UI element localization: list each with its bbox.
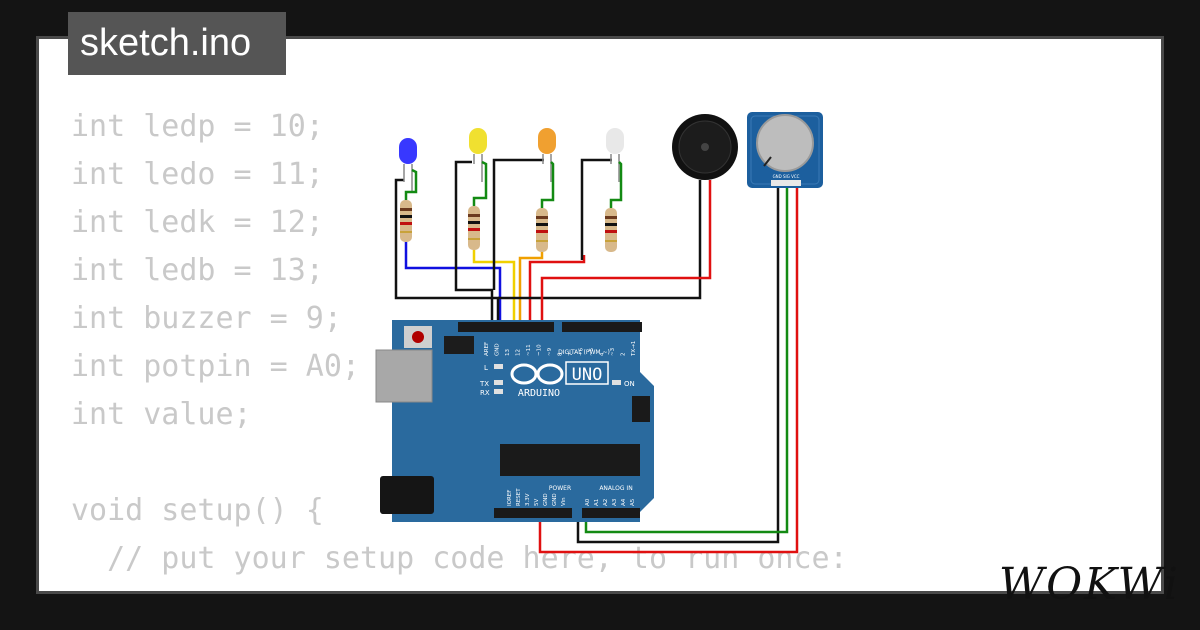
wire-white	[528, 255, 586, 330]
code-line: void setup() {	[71, 493, 324, 528]
pin-label: IOREF	[507, 490, 513, 506]
code-line: int value;	[71, 397, 252, 432]
code-line: int potpin = A0;	[71, 349, 360, 384]
wire-group	[394, 158, 799, 554]
board-model: UNO	[572, 365, 603, 385]
analog-header	[582, 508, 640, 518]
wire-ground-3	[492, 158, 544, 290]
pin-label: TX→1	[631, 341, 637, 357]
wire-ground-1	[394, 178, 500, 330]
rx-label: RX	[480, 389, 490, 397]
pot-pin-label: GND SIG VCC	[773, 174, 800, 179]
wire-pot-vcc	[538, 186, 799, 554]
wire-buzzer-gnd	[498, 180, 702, 300]
pin-label: 2	[621, 353, 627, 357]
pin-label: GND	[543, 493, 549, 506]
pin-label: 5V	[534, 499, 540, 506]
analog-label: ANALOG IN	[599, 485, 632, 492]
led-white[interactable]	[606, 128, 624, 208]
pin-label: 8	[558, 352, 564, 356]
resistor-3[interactable]	[536, 208, 548, 252]
arduino-board[interactable]: UNO ARDUINO ON L TX RX DIGITAL (PWM ~) P…	[375, 320, 654, 522]
code-line: Serial.begin(9600);	[71, 583, 848, 591]
wokwi-logo: WOKWi	[998, 559, 1180, 610]
code-line: int ledk = 12;	[71, 205, 324, 240]
pin-label: ~11	[526, 344, 532, 356]
pin-label: A1	[594, 499, 600, 506]
code-line: int ledb = 13;	[71, 253, 324, 288]
pin-label: 13	[505, 349, 511, 356]
pin-label: A0	[585, 498, 591, 506]
wire-blue	[404, 240, 502, 330]
digital-header-left	[458, 322, 554, 332]
code-line: int ledp = 10;	[71, 109, 324, 144]
sketch-title: sketch.ino	[68, 12, 286, 75]
code-line: int ledo = 11;	[71, 157, 324, 192]
led-blue[interactable]	[399, 138, 418, 200]
pin-label: ~5	[589, 347, 595, 356]
pin-label: ~10	[537, 344, 543, 356]
on-label: ON	[624, 380, 635, 388]
code-line: // put your setup code here, to run once…	[71, 541, 848, 576]
code-background: int ledp = 10; int ledo = 11; int ledk = 1…	[71, 103, 848, 591]
pin-label: 3.3V	[525, 493, 531, 506]
power-label: POWER	[549, 485, 571, 492]
buzzer[interactable]	[672, 114, 738, 180]
code-line: int buzzer = 9;	[71, 301, 342, 336]
power-jack	[380, 476, 434, 514]
pin-label: A5	[630, 498, 636, 506]
led-orange[interactable]	[538, 128, 556, 208]
pin-label: A3	[612, 498, 618, 506]
resistor-4[interactable]	[605, 208, 617, 252]
potentiometer[interactable]: GND SIG VCC	[747, 112, 823, 188]
wire-ground-2	[454, 160, 494, 330]
pin-label: GND	[495, 343, 501, 356]
tx-label: TX	[479, 380, 489, 388]
pin-label: 12	[516, 349, 522, 356]
pin-label: ~9	[547, 347, 553, 356]
wire-ground-4	[580, 158, 612, 260]
pin-label: A4	[621, 498, 627, 506]
pin-label: 7	[568, 352, 574, 356]
arduino-logo	[510, 363, 564, 385]
wire-buzzer-signal	[540, 180, 712, 330]
resistor-2[interactable]	[468, 206, 480, 250]
resistor-1[interactable]	[400, 200, 412, 242]
pin-label: ~6	[579, 347, 585, 356]
pin-label: 4	[600, 352, 606, 356]
l-led-label: L	[484, 364, 488, 372]
pin-label: RX←0	[642, 340, 648, 356]
digital-label: DIGITAL (PWM ~)	[558, 349, 610, 356]
usb-port	[375, 349, 433, 403]
led-yellow[interactable]	[469, 128, 488, 206]
pin-label: GND	[552, 493, 558, 506]
pin-label: ~3	[610, 347, 616, 356]
atmega-chip	[500, 444, 640, 476]
pin-label: AREF	[484, 342, 490, 356]
pin-label: Vin	[561, 497, 567, 506]
wire-pot-gnd	[576, 186, 780, 544]
digital-header-right	[562, 322, 642, 332]
board-maker: ARDUINO	[518, 388, 560, 399]
power-header	[494, 508, 572, 518]
reset-button[interactable]	[404, 326, 432, 348]
pin-label: A2	[603, 499, 609, 506]
wire-orange	[518, 250, 544, 330]
pin-label: RESET	[516, 488, 522, 506]
wire-pot-signal	[584, 186, 789, 534]
